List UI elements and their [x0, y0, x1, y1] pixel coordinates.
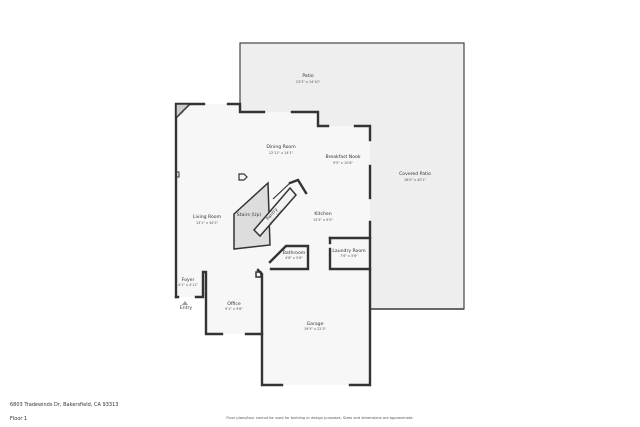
floor-label: Floor 1 — [10, 416, 28, 422]
exterior-wall — [290, 110, 330, 128]
laundry-dims: 7'6" x 5'6" — [340, 254, 358, 258]
covered-patio-dims: 16'0" x 40'1" — [404, 178, 427, 182]
address: 6803 Tradewinds Dr, Bakersfield, CA 9331… — [10, 402, 119, 408]
fireplace-label: F/P — [179, 109, 185, 115]
exterior-wall — [348, 220, 372, 387]
bathroom-label: Bathroom — [283, 250, 306, 256]
exterior-wall — [226, 102, 266, 114]
dining-label: Dining Room — [266, 144, 296, 150]
entry-arrow-icon — [182, 301, 188, 305]
patio-label: Patio — [302, 73, 313, 79]
laundry-label: Laundry Room — [332, 248, 366, 254]
living-label: Living Room — [193, 214, 222, 220]
compass-arrow-icon — [238, 173, 248, 181]
foyer-dims: 4'1" x 4'11" — [178, 283, 198, 287]
pantry — [252, 186, 297, 238]
laundry-wall — [328, 247, 372, 271]
exterior-wall — [194, 270, 224, 336]
garage-dims: 19'5" x 22'3" — [304, 327, 327, 331]
house-floor — [176, 104, 370, 385]
nook-dims: 9'5" x 10'8" — [333, 161, 353, 165]
dining-dims: 12'11" x 14'1" — [269, 151, 294, 155]
garage-label: Garage — [307, 321, 324, 327]
entry-label: Entry — [180, 305, 193, 311]
office-dims: 9'1" x 9'8" — [225, 307, 243, 311]
disclaimer: Floor plans/tour cannot be used for buil… — [226, 416, 414, 420]
office-label: Office — [227, 301, 241, 307]
living-dims: 13'1" x 34'5" — [196, 221, 219, 225]
bathroom-wall — [268, 244, 310, 271]
fireplace — [175, 103, 192, 120]
covered-patio-label: Covered Patio — [399, 171, 431, 177]
stairs-label: Stairs (Up) — [237, 212, 262, 218]
patio-dims: 23'3" x 14'10" — [296, 80, 321, 84]
foyer-label: Foyer — [182, 277, 195, 283]
bathroom-dims: 4'8" x 5'6" — [285, 256, 303, 260]
nook-label: Breakfast Nook — [325, 154, 360, 160]
exterior-wall — [353, 124, 372, 142]
kitchen-label: Kitchen — [314, 211, 331, 217]
kitchen-dims: 15'3" x 9'0" — [313, 218, 333, 222]
